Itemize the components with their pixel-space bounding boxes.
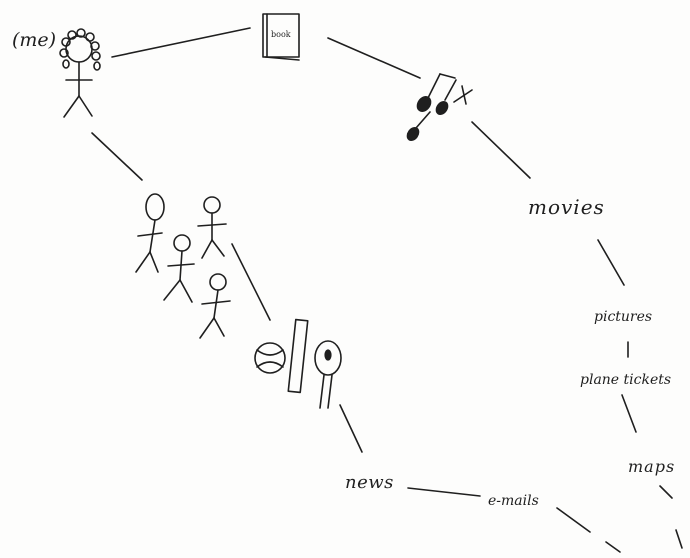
curly-hair-person-icon — [59, 28, 101, 118]
link-email-end — [556, 507, 591, 533]
pictures-label: pictures — [594, 309, 652, 325]
link-people-sports — [231, 243, 271, 321]
music-notes-icon — [406, 73, 473, 142]
link-maps-end — [659, 485, 673, 499]
link-music-movies — [471, 121, 531, 179]
link-movies-pictures — [597, 239, 625, 286]
link-sports-news — [339, 404, 363, 453]
link-me-book — [111, 27, 251, 58]
plane-tickets-label: plane tickets — [580, 372, 671, 388]
link-email-end-2 — [605, 541, 621, 553]
maps-label: maps — [628, 457, 675, 476]
me-label: (me) — [12, 29, 56, 51]
sports-equipment-icon — [254, 318, 342, 409]
news-label: news — [345, 472, 394, 493]
link-planetickets-maps — [621, 394, 637, 433]
movies-label: movies — [528, 195, 605, 219]
link-news-email — [407, 487, 481, 497]
book-label: book — [271, 30, 291, 39]
email-label: e-mails — [488, 493, 539, 509]
book-node: book — [262, 13, 300, 61]
link-tail — [675, 529, 683, 549]
group-of-people-icon — [135, 193, 231, 339]
link-book-music — [327, 37, 421, 79]
connector-lines — [91, 27, 683, 553]
me-node: (me) — [12, 28, 101, 118]
link-me-people — [91, 132, 143, 181]
book-icon — [262, 13, 300, 61]
